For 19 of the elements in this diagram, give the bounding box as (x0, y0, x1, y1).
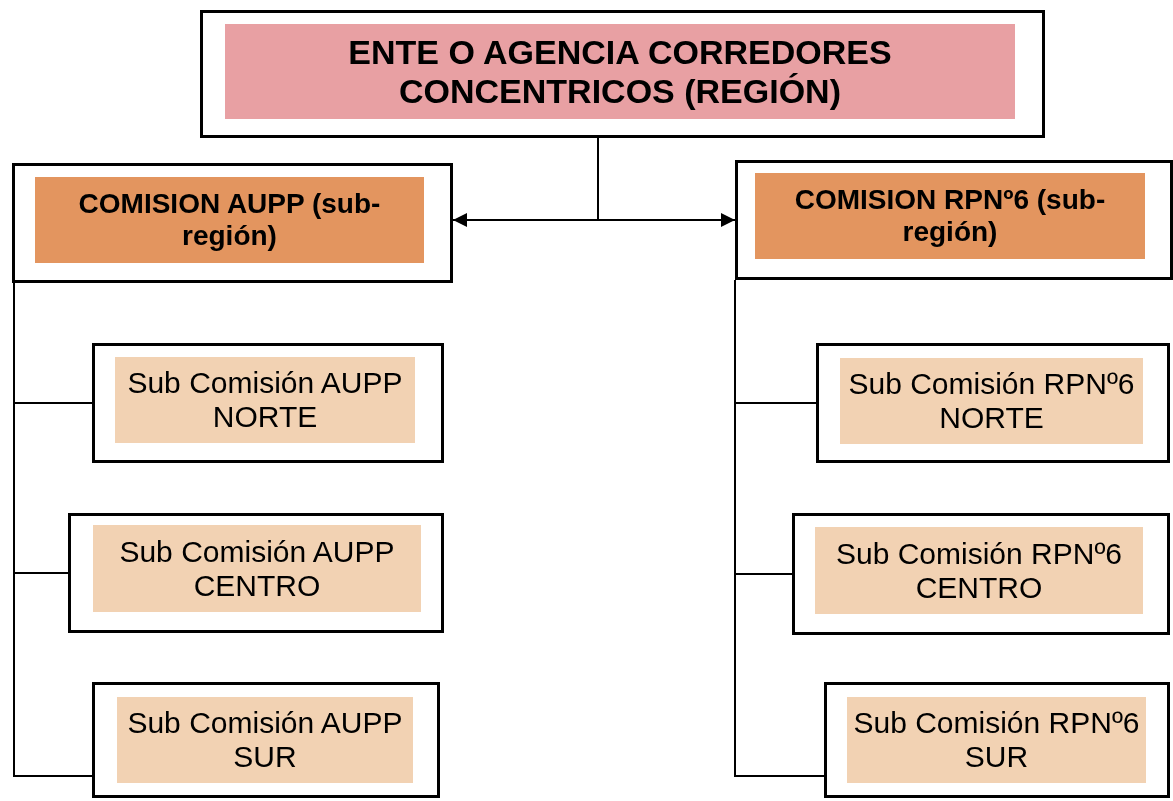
subcommission-box (68, 513, 444, 633)
subcommission-box (92, 343, 444, 463)
node-label: Sub Comisión AUPP CENTRO (93, 525, 421, 612)
subcommission-box (792, 513, 1170, 635)
node-label: ENTE O AGENCIA CORREDORES CONCENTRICOS (REGIÓN) (225, 24, 1015, 119)
commission-box (735, 160, 1173, 280)
subcommission-box (816, 343, 1170, 463)
commission-box (12, 163, 453, 283)
subcommission-box (92, 682, 440, 798)
node-label: Sub Comisión AUPP NORTE (115, 357, 415, 443)
subcommission-box (824, 682, 1170, 798)
node-label: Sub Comisión RPNº6 NORTE (840, 358, 1143, 444)
node-label: COMISION RPNº6 (sub-región) (755, 173, 1145, 259)
node-label: Sub Comisión RPNº6 SUR (847, 697, 1146, 783)
node-label: Sub Comisión AUPP SUR (117, 697, 413, 783)
region-box (200, 10, 1045, 138)
node-label: Sub Comisión RPNº6 CENTRO (815, 527, 1143, 614)
arrow (597, 137, 736, 227)
node-label: COMISION AUPP (sub-región) (35, 177, 424, 263)
